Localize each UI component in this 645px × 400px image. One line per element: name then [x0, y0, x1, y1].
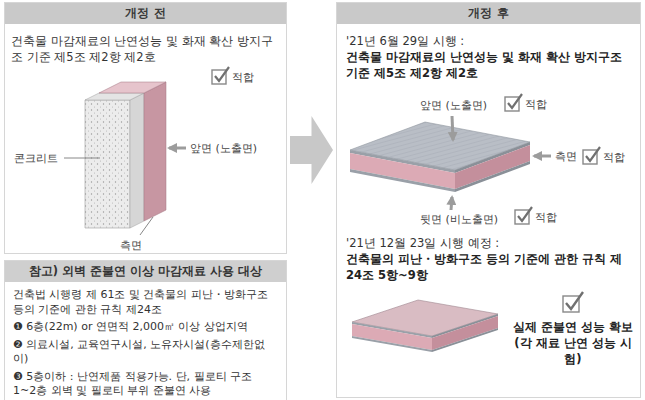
reference-box: 참고) 외벽 준불연 이상 마감재료 사용 대상건축법 시행령 제 61조 및 …	[4, 260, 287, 400]
pointer-arrow	[534, 155, 551, 158]
panel-skin	[352, 336, 432, 352]
panel-heading: 개정 후	[337, 3, 640, 24]
part-label: 측면	[120, 238, 142, 253]
panel-core	[350, 153, 455, 189]
check-mark	[586, 147, 600, 161]
concrete-face	[85, 100, 130, 228]
check-mark	[508, 94, 522, 108]
panel-heading: 개정 전	[5, 3, 286, 24]
transition-arrow	[290, 116, 333, 184]
check-mark	[518, 207, 532, 221]
pointer-arrow	[451, 197, 452, 210]
panel-heading: 참고) 외벽 준불연 이상 마감재료 사용 대상	[5, 261, 286, 282]
check-mark	[566, 292, 583, 309]
note-text: 건축물 마감재료의 난연성능 및 화재 확산 방지구조 기준 제5조 제2항 제…	[11, 33, 273, 65]
list-item: ❷ 의료시설, 교육연구시설, 노유자시설(층수제한없이)	[13, 338, 278, 367]
status-label: 적합	[603, 150, 625, 165]
leader-line	[140, 217, 153, 235]
concrete-top	[85, 93, 144, 100]
body-text: 건축법 시행령 제 61조 및 건축물의 피난・방화구조 등의 기준에 관한 규…	[13, 288, 278, 317]
part-label: 콘크리트	[14, 151, 58, 166]
rule-text: 건축물 마감재료의 난연성능 및 화재 확산 방지구조 기준 제5조 제2항 제…	[346, 49, 636, 81]
part-label: 앞면 (노출면)	[420, 98, 487, 113]
part-label: 뒷면 (비노출면)	[420, 212, 498, 227]
pointer-arrow	[452, 116, 453, 140]
panel-skin	[432, 328, 498, 352]
panel-skin	[455, 161, 530, 192]
list-item: ❶ 6층(22m) or 연면적 2,000㎡ 이상 상업지역	[13, 320, 278, 335]
status-label: 적합	[232, 70, 254, 85]
insulation-side	[144, 82, 166, 221]
panel-core	[352, 324, 432, 350]
list-item: ❸ 5층이하 : 난연제품 적용가능. 단, 필로티 구조 1~2층 외벽 및 …	[13, 370, 278, 399]
text-body: 건축법 시행령 제 61조 및 건축물의 피난・방화구조 등의 기준에 관한 규…	[5, 282, 286, 400]
pointer-arrow	[169, 147, 186, 150]
leader-line	[64, 158, 100, 159]
status-label: 적합	[525, 97, 547, 112]
insulation-top	[99, 82, 166, 93]
rule-text: 건축물의 피난・방화구조 등의 기준에 관한 규칙 제24조 5항~9항	[346, 251, 638, 283]
concrete-side	[130, 93, 144, 228]
rule-text: 실제 준불연 성능 확보 (각 재료 난연 성능 시험)	[509, 319, 637, 367]
comparison-panel: 개정 후 '21년 6월 29일 시행 :건축물 마감재료의 난연성능 및 화재 …	[336, 2, 641, 398]
note-text: '21년 12월 23일 시행 예정 :	[346, 235, 636, 251]
note-text: '21년 6월 29일 시행 :	[346, 33, 636, 49]
part-label: 측면	[555, 149, 577, 164]
comparison-panel: 개정 전건축물 마감재료의 난연성능 및 화재 확산 방지구조 기준 제5조 제…	[4, 2, 287, 254]
panel-skin	[350, 169, 455, 192]
part-label: 앞면 (노출면)	[190, 141, 257, 156]
check-mark	[215, 67, 229, 81]
status-label: 적합	[535, 210, 557, 225]
